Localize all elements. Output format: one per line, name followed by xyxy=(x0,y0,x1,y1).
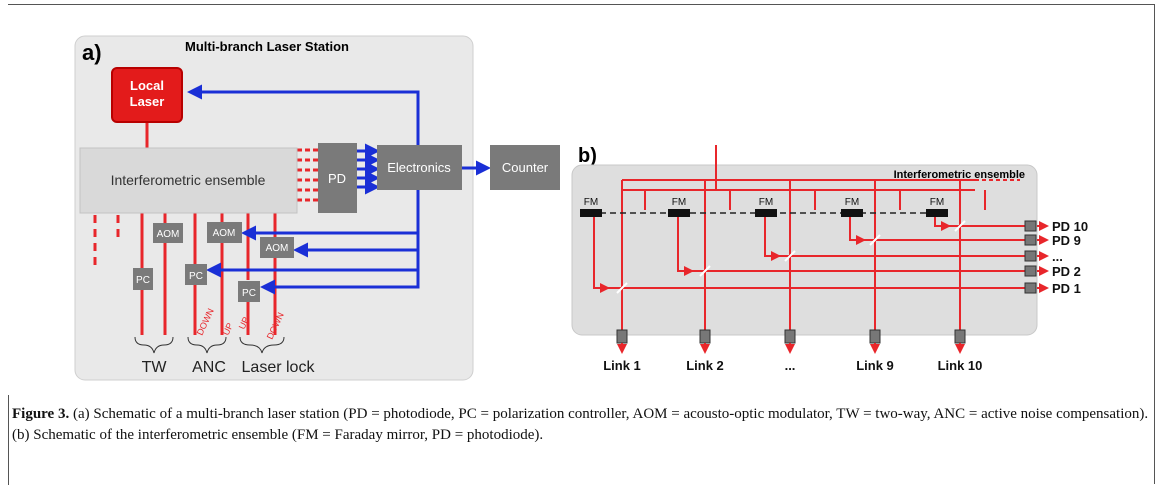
up-label: UP xyxy=(237,315,251,331)
frame-top-rule xyxy=(8,4,1155,5)
fm-mirror: FM xyxy=(580,197,602,217)
figure-canvas: a) Multi-branch Laser Station xyxy=(74,35,1088,381)
aom-label: AOM xyxy=(213,228,236,239)
aom-box xyxy=(207,222,242,243)
electronics-box xyxy=(377,145,462,190)
svg-text:FM: FM xyxy=(930,197,944,208)
local-laser-box xyxy=(111,67,183,123)
svg-text:Link 1: Link 1 xyxy=(603,358,641,373)
svg-text:PD 1: PD 1 xyxy=(1052,281,1081,296)
aom-box xyxy=(153,223,183,243)
aom-box xyxy=(260,237,294,258)
pc-label: PC xyxy=(189,271,203,282)
link-connector: Link 9 xyxy=(856,329,894,373)
group-anc-label: ANC xyxy=(192,359,226,376)
electronics-label: Electronics xyxy=(387,160,451,175)
pc-label: PC xyxy=(136,275,150,286)
figure-caption: Figure 3. (a) Schematic of a multi-branc… xyxy=(12,404,1152,446)
pd-label: PD xyxy=(328,171,346,186)
counter-label: Counter xyxy=(502,160,549,175)
svg-text:FM: FM xyxy=(759,197,773,208)
link-connector: ... xyxy=(784,329,796,373)
fm-mirror: FM xyxy=(755,197,777,217)
caption-text: (a) Schematic of a multi-branch laser st… xyxy=(12,406,1149,443)
local-laser-label: Local Laser xyxy=(129,78,165,109)
ensemble-box xyxy=(79,147,298,214)
pd-output: PD 10 xyxy=(1024,219,1088,234)
ensemble-label: Interferometric ensemble xyxy=(111,172,266,188)
panel-b: b) Interferometric ensemble xyxy=(571,145,1088,373)
pc-label: PC xyxy=(242,288,256,299)
frame-right-rule xyxy=(1154,4,1155,484)
pd-box xyxy=(318,143,357,213)
svg-text:Link 2: Link 2 xyxy=(686,358,724,373)
up-label: UP xyxy=(221,321,235,337)
svg-text:PD 10: PD 10 xyxy=(1052,219,1088,234)
pc-box xyxy=(185,264,207,285)
svg-text:Link 9: Link 9 xyxy=(856,358,894,373)
pc-box xyxy=(133,268,153,290)
fm-mirror: FM xyxy=(668,197,690,217)
link-connector: Link 1 xyxy=(603,329,641,373)
link-connector: Link 10 xyxy=(938,329,983,373)
counter-box xyxy=(490,145,560,190)
direction-arrows xyxy=(598,221,951,293)
ensemble-background xyxy=(571,164,1038,336)
svg-text:PD 2: PD 2 xyxy=(1052,264,1081,279)
panel-b-tag: b) xyxy=(578,145,597,167)
link-connector: Link 2 xyxy=(686,329,724,373)
group-tw-label: TW xyxy=(142,359,168,376)
svg-text:FM: FM xyxy=(845,197,859,208)
svg-text:FM: FM xyxy=(672,197,686,208)
station-title: Multi-branch Laser Station xyxy=(185,39,349,54)
svg-text:...: ... xyxy=(1052,249,1063,264)
panel-a: a) Multi-branch Laser Station xyxy=(74,35,560,381)
aom-label: AOM xyxy=(157,229,180,240)
pd-output: PD 9 xyxy=(1024,233,1081,248)
svg-text:FM: FM xyxy=(584,197,598,208)
ensemble-title: Interferometric ensemble xyxy=(894,169,1025,181)
pd-output: PD 1 xyxy=(1024,281,1081,296)
svg-text:Link 10: Link 10 xyxy=(938,358,983,373)
splitters xyxy=(616,220,966,294)
group-braces xyxy=(134,336,285,354)
caption-label: Figure 3. xyxy=(12,406,70,422)
pd-output: PD 2 xyxy=(1024,264,1081,279)
pc-box xyxy=(238,281,260,302)
fm-mirror: FM xyxy=(926,197,948,217)
group-lock-label: Laser lock xyxy=(242,359,316,376)
electric-lines-a xyxy=(187,84,491,295)
aom-label: AOM xyxy=(266,243,289,254)
svg-text:PD 9: PD 9 xyxy=(1052,233,1081,248)
panel-a-tag: a) xyxy=(82,40,102,65)
frame-left-rule xyxy=(8,395,9,485)
svg-text:...: ... xyxy=(785,358,796,373)
fm-mirror: FM xyxy=(841,197,863,217)
pd-output: ... xyxy=(1024,249,1063,264)
fiber-lines-b xyxy=(593,145,1025,338)
